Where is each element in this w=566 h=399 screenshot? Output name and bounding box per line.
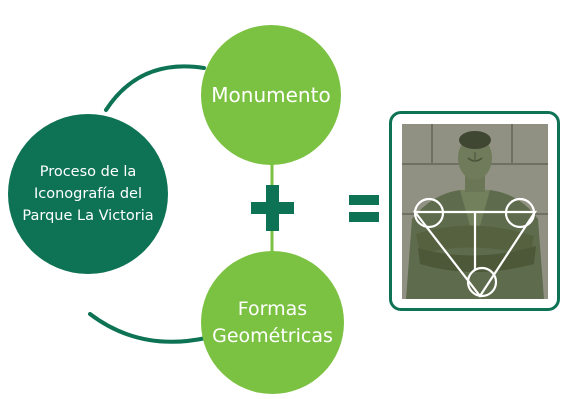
process-node-line-3: Parque La Victoria — [22, 208, 154, 224]
shapes-node: Formas Geométricas — [201, 251, 344, 394]
connector-arc-bottom — [88, 312, 208, 344]
plus-icon-horizontal — [251, 202, 294, 214]
overlay-circle-bottom — [466, 266, 498, 298]
connector-arc-top — [104, 64, 206, 112]
process-node: Proceso de la Iconografía del Parque La … — [8, 114, 168, 274]
statue-illustration — [402, 124, 548, 299]
process-node-line-1: Proceso de la — [39, 164, 137, 180]
geometric-overlay — [412, 197, 538, 298]
shapes-node-line-1: Formas — [237, 297, 308, 320]
monument-node-label: Monumento — [211, 83, 331, 107]
result-image-frame — [389, 111, 560, 311]
shapes-node-line-2: Geométricas — [212, 324, 333, 347]
overlay-circle-left — [413, 197, 445, 229]
overlay-circle-right — [504, 197, 536, 229]
statue-photo — [402, 124, 548, 299]
equals-icon-top-bar — [349, 195, 379, 205]
equals-icon-bottom-bar — [349, 212, 379, 222]
process-node-line-2: Iconografía del — [33, 186, 142, 202]
monument-node: Monumento — [201, 25, 341, 165]
